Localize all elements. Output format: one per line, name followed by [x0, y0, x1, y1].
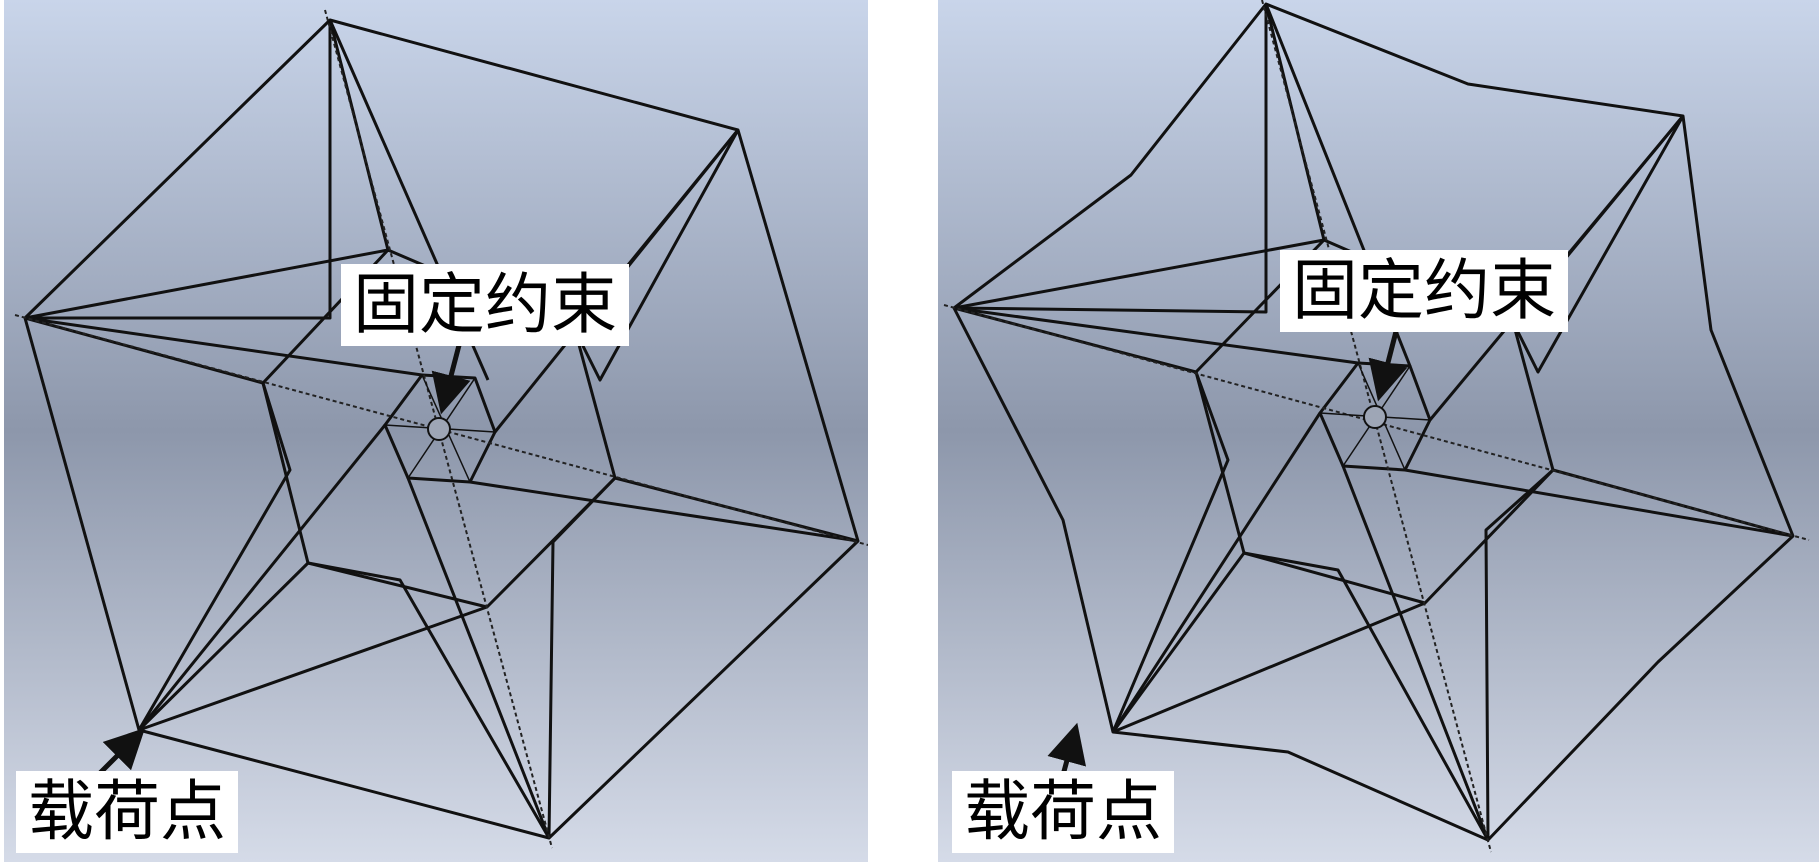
- right-crease: [1112, 601, 1426, 734]
- left-crease: [25, 20, 332, 320]
- right-crease: [953, 306, 1359, 365]
- right-crease: [1243, 551, 1490, 841]
- left-load-point-label: 载荷点: [16, 771, 238, 853]
- right-crease: [1111, 552, 1246, 733]
- left-crease: [573, 129, 740, 382]
- right-crease: [1404, 468, 1794, 538]
- right-fold-lines: [952, 2, 1795, 842]
- left-crease: [137, 561, 310, 732]
- left-crease: [307, 561, 551, 839]
- right-crease: [1111, 371, 1230, 733]
- left-origami-model: [4, 0, 868, 862]
- right-crease: [1511, 115, 1685, 374]
- left-crease: [137, 424, 387, 731]
- left-load-arrow: [98, 727, 146, 775]
- left-crease: [138, 605, 488, 732]
- right-fixed-point: [1363, 405, 1387, 429]
- right-panel: 固定约束 载荷点: [938, 0, 1819, 862]
- left-crease: [614, 476, 859, 543]
- right-crease: [1111, 412, 1322, 733]
- left-crease: [24, 248, 389, 320]
- right-crease: [1341, 465, 1490, 841]
- left-fixed-point: [427, 417, 451, 441]
- left-crease: [469, 480, 859, 543]
- left-panel: 固定约束 载荷点: [0, 0, 868, 862]
- right-crease: [953, 238, 1325, 310]
- right-load-arrow: [1047, 722, 1087, 776]
- right-fixed-constraint-label: 固定约束: [1280, 250, 1568, 332]
- right-load-point-label: 载荷点: [952, 771, 1174, 853]
- left-crease: [137, 382, 292, 731]
- left-fixed-constraint-label: 固定约束: [341, 264, 629, 346]
- left-crease: [547, 476, 617, 839]
- right-background: [938, 0, 1819, 862]
- left-crease: [24, 316, 423, 377]
- right-origami-model: [938, 0, 1819, 862]
- left-crease: [406, 477, 551, 839]
- right-crease: [953, 4, 1268, 314]
